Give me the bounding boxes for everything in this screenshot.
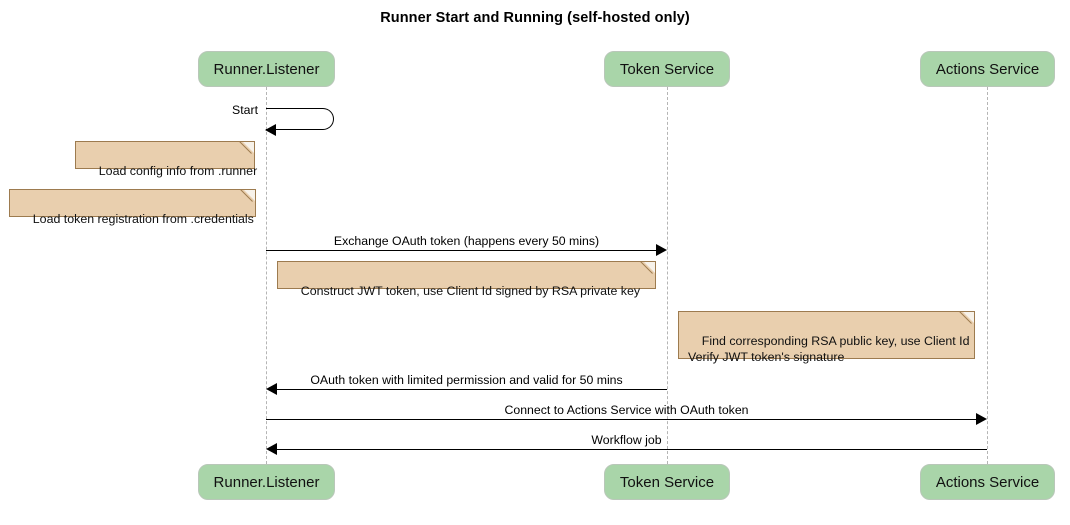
- participant-label: Token Service: [619, 473, 715, 491]
- note-fold-edge-icon: [240, 190, 255, 205]
- note-fold-edge-icon: [959, 312, 974, 327]
- message-label-exchange-oauth-token: Exchange OAuth token (happens every 50 m…: [333, 234, 600, 248]
- participant-actions-bottom[interactable]: Actions Service: [920, 464, 1055, 500]
- note-text: Construct JWT token, use Client Id signe…: [300, 284, 641, 298]
- diagram-title: Runner Start and Running (self-hosted on…: [380, 10, 690, 26]
- note-load-token-registration: Load token registration from .credential…: [9, 189, 256, 226]
- participant-runner-bottom[interactable]: Runner.Listener: [198, 464, 335, 500]
- note-load-config: Load config info from .runner: [75, 141, 257, 178]
- participant-token-bottom[interactable]: Token Service: [604, 464, 730, 500]
- message-label-connect-actions-service: Connect to Actions Service with OAuth to…: [504, 403, 749, 417]
- participant-label: Runner.Listener: [213, 60, 320, 78]
- note-fold-edge-icon: [640, 262, 655, 277]
- participant-token-top[interactable]: Token Service: [604, 51, 730, 87]
- participant-runner-top[interactable]: Runner.Listener: [198, 51, 335, 87]
- message-line-oauth-token-reply: [277, 389, 667, 390]
- message-self-loop-start: [266, 108, 334, 130]
- message-label-start: Start: [232, 103, 258, 117]
- note-text: Load token registration from .credential…: [32, 212, 254, 226]
- participant-label: Actions Service: [935, 60, 1040, 78]
- note-text: Find corresponding RSA public key, use C…: [688, 334, 970, 364]
- message-line-workflow-job: [277, 449, 987, 450]
- lifeline-runner: [266, 87, 267, 464]
- lifeline-token: [667, 87, 668, 464]
- note-fold-edge-icon: [239, 142, 254, 157]
- arrow-head-start: [265, 124, 276, 136]
- participant-label: Actions Service: [935, 473, 1040, 491]
- note-construct-jwt: Construct JWT token, use Client Id signe…: [277, 261, 656, 298]
- message-line-connect-actions-service: [266, 419, 976, 420]
- participant-label: Token Service: [619, 60, 715, 78]
- note-text: Load config info from .runner: [98, 164, 258, 178]
- participant-actions-top[interactable]: Actions Service: [920, 51, 1055, 87]
- note-verify-jwt: Find corresponding RSA public key, use C…: [678, 311, 975, 364]
- message-label-oauth-token-reply: OAuth token with limited permission and …: [310, 373, 623, 387]
- arrow-head-connect-actions-service: [976, 413, 987, 425]
- arrow-head-oauth-token-reply: [266, 383, 277, 395]
- arrow-head-exchange-oauth-token: [656, 244, 667, 256]
- message-line-exchange-oauth-token: [266, 250, 656, 251]
- lifeline-actions: [987, 87, 988, 464]
- participant-label: Runner.Listener: [213, 473, 320, 491]
- message-label-workflow-job: Workflow job: [591, 433, 662, 447]
- arrow-head-workflow-job: [266, 443, 277, 455]
